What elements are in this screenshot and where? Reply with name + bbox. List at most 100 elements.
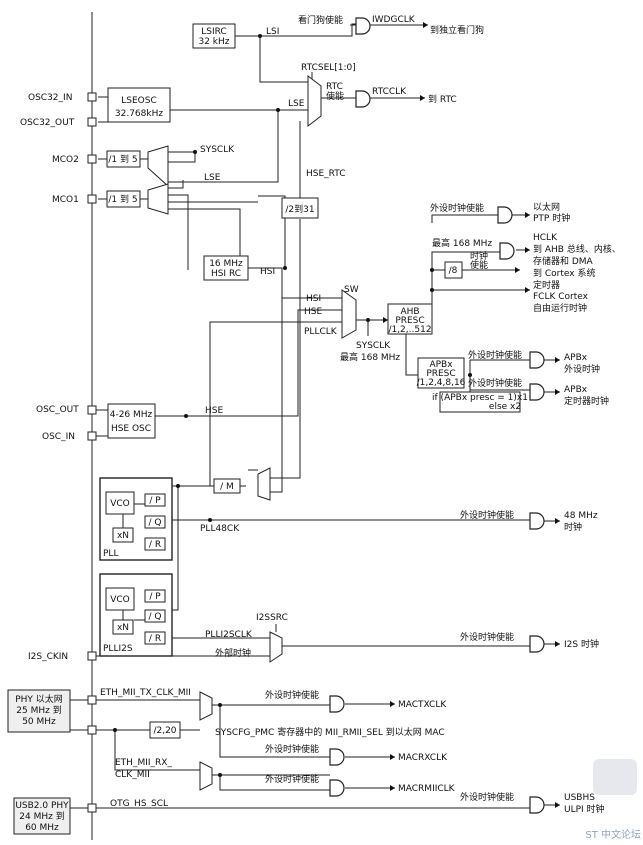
label-plli2sclk: PLLI2SCLK xyxy=(205,630,253,640)
label-sw: SW xyxy=(344,285,359,295)
svg-text:32.768kHz: 32.768kHz xyxy=(115,109,163,119)
svg-text:/1 到 5: /1 到 5 xyxy=(108,153,137,165)
out-macrmiiclk: MACRMIICLK xyxy=(398,784,456,794)
svg-text:APBx: APBx xyxy=(429,360,453,370)
svg-text:AHB: AHB xyxy=(400,307,419,317)
svg-text:PRESC: PRESC xyxy=(395,316,424,326)
out-rtcclk: RTCCLK xyxy=(372,87,407,97)
usb-phy-box: USB2.0 PHY 24 MHz 到 60 MHz xyxy=(13,797,71,835)
svg-text:xN: xN xyxy=(117,623,129,633)
enable-clk-2: 使能 xyxy=(470,259,488,271)
label-lse-mco: LSE xyxy=(204,173,221,183)
svg-text:/ P: / P xyxy=(149,592,161,602)
svg-text:PLL: PLL xyxy=(103,549,118,559)
enable-usb48: 外设时钟使能 xyxy=(460,509,514,521)
rtc-mux xyxy=(307,74,322,128)
svg-text:/ P: / P xyxy=(149,496,161,506)
ahb-prescaler: AHB PRESC /1,2,..512 xyxy=(387,303,433,335)
svg-text:24 MHz 到: 24 MHz 到 xyxy=(19,810,64,822)
out-usbhs-2: ULPI 时钟 xyxy=(564,803,605,815)
svg-text:60 MHz: 60 MHz xyxy=(25,823,59,833)
svg-text:/ Q: / Q xyxy=(149,518,162,528)
forum-logo-icon xyxy=(593,759,637,795)
label-ahb-max: 最高 168 MHz xyxy=(432,237,492,249)
out-macrxclk: MACRXCLK xyxy=(398,753,448,763)
svg-text:/ M: / M xyxy=(220,482,234,492)
enable-rtc-2: 使能 xyxy=(326,90,344,102)
apb-timer-multiplier: if (APBx presc = 1)x1 else x2 xyxy=(432,391,528,413)
label-pll48ck: PLL48CK xyxy=(200,524,240,534)
div220-box: /2,20 xyxy=(149,721,181,739)
out-fclk-2: 自由运行时钟 xyxy=(533,302,587,314)
pin-mco2: MCO2 xyxy=(52,155,79,165)
label-otg: OTG_HS_SCL xyxy=(110,799,168,809)
pin-osc-out: OSC_OUT xyxy=(36,405,79,415)
label-hsi-sw: HSI xyxy=(306,294,321,304)
eth-tx-mux xyxy=(199,691,213,721)
div8-box: /8 xyxy=(444,261,463,279)
svg-text:/2到31: /2到31 xyxy=(285,203,314,215)
svg-text:32 kHz: 32 kHz xyxy=(198,37,229,47)
junction-dots xyxy=(113,34,472,777)
out-usbhs-1: USBHS xyxy=(564,793,595,803)
hseosc-box: 4-26 MHz HSE OSC xyxy=(107,403,156,439)
pll-block: VCO xN / P / Q / R PLL xyxy=(99,477,173,561)
enable-i2s: 外设时钟使能 xyxy=(460,631,514,643)
svg-text:xN: xN xyxy=(117,531,129,541)
apb-prescaler: APBx PRESC /1,2,4,8,16 xyxy=(417,357,466,389)
svg-text:/1 到 5: /1 到 5 xyxy=(108,193,137,205)
svg-text:25 MHz 到: 25 MHz 到 xyxy=(16,704,61,716)
out-apb-tim-2: 定时器时钟 xyxy=(564,395,609,407)
label-syscfg: SYSCFG_PMC 寄存器中的 MII_RMII_SEL 到以太网 MAC xyxy=(215,726,445,738)
svg-text:HSI RC: HSI RC xyxy=(211,269,241,279)
watermark-text: ST 中文论坛 xyxy=(585,830,641,841)
plli2s-block: VCO xN / P / Q / R PLLI2S xyxy=(99,573,173,657)
out-ptp-1: 以太网 xyxy=(533,201,560,213)
label-hse-sw: HSE xyxy=(304,307,322,317)
svg-text:/8: /8 xyxy=(449,266,458,276)
i2s-source-mux xyxy=(269,631,283,663)
enable-mactx: 外设时钟使能 xyxy=(265,689,319,701)
ethernet-phy-box: PHY 以太网 25 MHz 到 50 MHz xyxy=(7,689,71,733)
clock-wires xyxy=(96,23,560,809)
pin-osc32-in: OSC32_IN xyxy=(28,93,72,103)
svg-text:/2,20: /2,20 xyxy=(153,726,176,736)
label-external-clock: 外部时钟 xyxy=(215,647,251,659)
m-divider: / M xyxy=(213,478,241,494)
label-lse-rtc: LSE xyxy=(288,99,305,109)
out-cortex-2: 定时器 xyxy=(533,279,560,291)
mco1-mux xyxy=(147,183,169,215)
hsirc-box: 16 MHz HSI RC xyxy=(203,255,249,281)
out-cortex-1: 到 Cortex 系统 xyxy=(533,267,595,279)
out-i2s: I2S 时钟 xyxy=(564,638,599,650)
eth-rx-mux xyxy=(199,761,213,791)
out-ptp-2: PTP 时钟 xyxy=(533,212,570,224)
out-apb-tim-1: APBx xyxy=(564,385,588,395)
out-hclk-3: 存储器和 DMA xyxy=(533,255,594,267)
enable-eth-ptp: 外设时钟使能 xyxy=(430,202,484,214)
svg-text:if (APBx presc = 1)x1: if (APBx presc = 1)x1 xyxy=(432,393,528,403)
svg-text:/ R: / R xyxy=(149,540,161,550)
pins xyxy=(87,92,97,813)
svg-text:VCO: VCO xyxy=(110,499,130,509)
svg-text:/ R: / R xyxy=(149,634,161,644)
svg-text:/1,2,4,8,16: /1,2,4,8,16 xyxy=(417,378,466,388)
enable-rtc-1: RTC xyxy=(326,82,343,92)
out-hclk-1: HCLK xyxy=(533,233,558,243)
svg-text:USB2.0 PHY: USB2.0 PHY xyxy=(15,801,69,811)
svg-text:LSEOSC: LSEOSC xyxy=(121,96,157,106)
mco2-mux xyxy=(147,145,169,188)
svg-text:LSIRC: LSIRC xyxy=(201,27,226,37)
svg-text:16 MHz: 16 MHz xyxy=(209,259,243,269)
pin-osc32-out: OSC32_OUT xyxy=(20,118,75,128)
label-sysclk: SYSCLK xyxy=(356,341,391,351)
out-hclk-2: 到 AHB 总线、内核、 xyxy=(533,243,621,255)
hse-rtc-divider: /2到31 xyxy=(281,197,319,219)
svg-text:/1,2,..512: /1,2,..512 xyxy=(388,325,431,335)
out-48mhz-1: 48 MHz xyxy=(564,511,598,521)
enable-apbx-2: 外设时钟使能 xyxy=(468,377,522,389)
enable-macrmii: 外设时钟使能 xyxy=(265,773,319,785)
svg-text:PLLI2S: PLLI2S xyxy=(103,644,133,654)
svg-text:4-26 MHz: 4-26 MHz xyxy=(110,410,153,420)
